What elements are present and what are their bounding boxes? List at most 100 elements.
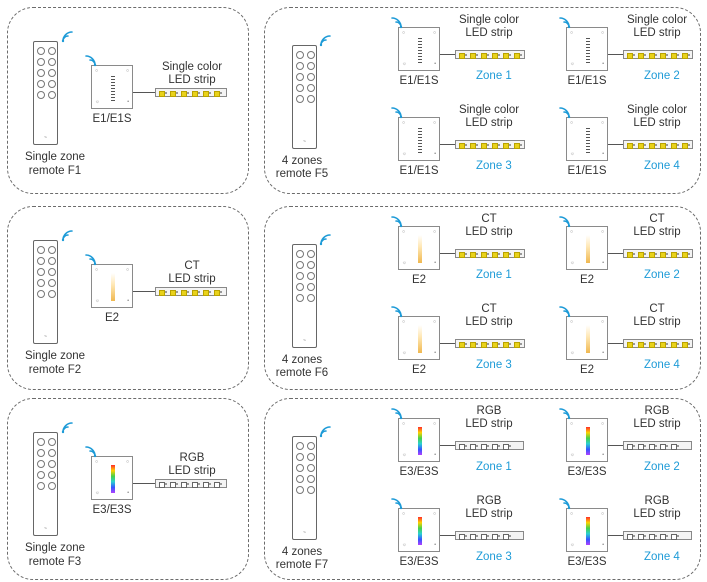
led-chip — [649, 533, 655, 540]
led-resistor — [644, 54, 646, 56]
brightness-slider — [586, 427, 590, 455]
remote-control: ~ — [292, 244, 317, 348]
led-resistor — [487, 445, 489, 447]
remote-button — [37, 290, 45, 298]
wifi-signal-icon — [389, 406, 403, 420]
bright-icon: • — [434, 542, 436, 548]
remote-button — [307, 250, 315, 258]
wall-controller: ○○☼• — [398, 27, 440, 71]
power-on-icon: ○ — [432, 120, 436, 126]
controller-label: E2 — [104, 312, 120, 324]
connection-wire — [440, 343, 456, 344]
dim-icon: ☼ — [402, 260, 407, 266]
led-resistor — [220, 92, 222, 94]
connection-wire — [608, 54, 624, 55]
strip-label-line1: CT — [649, 303, 665, 315]
led-chip — [638, 52, 644, 59]
remote-button — [37, 438, 45, 446]
led-resistor — [633, 144, 635, 146]
strip-label-line2: LED strip — [465, 27, 513, 39]
remote-button — [307, 294, 315, 302]
remote-label-line1: 4 zones — [281, 546, 323, 558]
led-resistor — [476, 144, 478, 146]
led-resistor — [165, 483, 167, 485]
remote-label-line1: Single zone — [24, 151, 86, 163]
connection-wire — [608, 253, 624, 254]
power-off-icon: ○ — [95, 459, 99, 465]
power-off-icon: ○ — [570, 319, 574, 325]
strip-label-line1: RGB — [179, 452, 205, 464]
led-strip — [623, 531, 692, 540]
led-resistor — [633, 343, 635, 345]
led-chip — [181, 90, 187, 97]
led-strip — [455, 249, 525, 258]
led-chip — [671, 533, 677, 540]
led-strip — [455, 140, 525, 149]
led-chip — [671, 443, 677, 450]
led-chip — [459, 142, 465, 149]
led-chip — [503, 533, 509, 540]
bright-icon: • — [434, 260, 436, 266]
power-on-icon: ○ — [125, 459, 129, 465]
remote-button — [48, 471, 56, 479]
zone-label: Zone 3 — [476, 160, 512, 172]
led-resistor — [655, 445, 657, 447]
led-chip — [627, 341, 633, 348]
led-resistor — [688, 54, 690, 56]
led-chip — [671, 251, 677, 258]
power-on-icon: ○ — [600, 511, 604, 517]
led-resistor — [655, 144, 657, 146]
dim-icon: ☼ — [95, 490, 100, 496]
connection-wire — [133, 291, 156, 292]
led-resistor — [187, 483, 189, 485]
led-resistor — [498, 144, 500, 146]
led-resistor — [509, 54, 511, 56]
remote-label-line1: Single zone — [24, 350, 86, 362]
power-on-icon: ○ — [600, 319, 604, 325]
strip-label-line1: RGB — [476, 495, 502, 507]
led-resistor — [198, 92, 200, 94]
led-resistor — [677, 144, 679, 146]
remote-button — [307, 464, 315, 472]
remote-label-line1: 4 zones — [281, 155, 323, 167]
led-chip — [481, 52, 487, 59]
power-on-icon: ○ — [600, 120, 604, 126]
brightness-slider — [418, 235, 422, 263]
wall-controller: ○○☼• — [398, 226, 440, 270]
led-chip — [170, 289, 176, 296]
bright-icon: • — [434, 151, 436, 157]
wifi-signal-icon — [83, 444, 97, 458]
led-resistor — [666, 253, 668, 255]
led-chip — [671, 142, 677, 149]
led-chip — [503, 251, 509, 258]
remote-button — [307, 95, 315, 103]
led-resistor — [465, 445, 467, 447]
led-resistor — [509, 445, 511, 447]
led-strip — [455, 531, 524, 540]
multi-zone-panel — [264, 7, 701, 194]
dim-icon: ☼ — [95, 298, 100, 304]
dim-icon: ☼ — [402, 452, 407, 458]
led-chip — [627, 142, 633, 149]
led-resistor — [644, 445, 646, 447]
remote-label-line2: remote F6 — [275, 367, 329, 379]
remote-logo: ~ — [303, 139, 306, 145]
led-chip — [503, 142, 509, 149]
led-chip — [682, 142, 688, 149]
led-chip — [492, 52, 498, 59]
led-resistor — [655, 343, 657, 345]
led-chip — [503, 52, 509, 59]
led-chip — [649, 251, 655, 258]
led-resistor — [509, 343, 511, 345]
connection-wire — [608, 343, 624, 344]
remote-button — [48, 449, 56, 457]
led-chip — [170, 481, 176, 488]
zone-label: Zone 4 — [644, 551, 680, 563]
wifi-signal-icon — [389, 496, 403, 510]
connection-wire — [440, 253, 456, 254]
led-resistor — [187, 291, 189, 293]
remote-button — [307, 62, 315, 70]
remote-label-line2: remote F1 — [28, 165, 82, 177]
multi-zone-panel — [264, 398, 701, 580]
wifi-signal-icon — [557, 15, 571, 29]
